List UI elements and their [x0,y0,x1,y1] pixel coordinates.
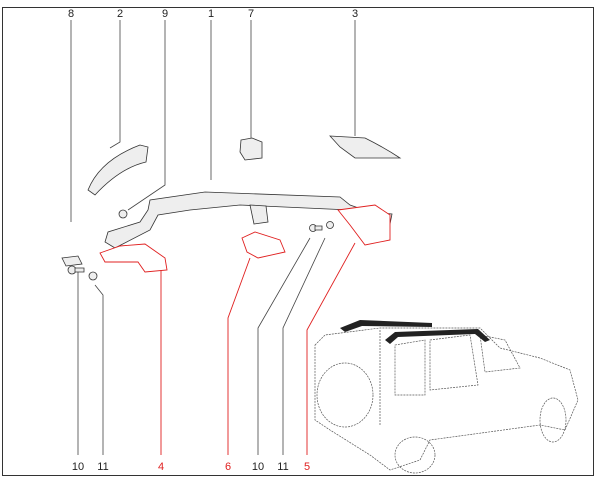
callout-7: 7 [247,8,255,20]
diagram-frame [2,7,594,476]
callout-2: 2 [116,8,124,20]
leader-9 [127,20,166,211]
callout-9: 9 [161,8,169,20]
part-11-washer [88,271,98,281]
callout-5: 5 [303,461,311,473]
leader-11a [94,284,104,455]
callout-4: 4 [157,461,165,473]
vehicle-roof-rails [340,320,490,344]
part-9-nut [118,209,128,219]
part-11-washer-right [326,221,334,229]
vehicle-illustration [314,327,579,474]
part-6-bracket [241,231,286,259]
leader-lines [70,20,356,455]
callout-10-left: 10 [71,461,85,473]
callout-11-right: 11 [277,461,289,473]
callout-3: 3 [351,8,359,20]
part-2-end-cap [87,144,149,196]
leader-2 [109,20,121,149]
callout-10-right: 10 [251,461,265,473]
part-4-bracket [99,243,168,273]
part-3-end-cap [329,135,402,159]
callout-8: 8 [67,8,75,20]
part-5-bracket [337,204,391,246]
rail-mid-bracket [249,204,269,225]
leader-6 [227,257,251,455]
leader-10b [257,237,311,455]
part-8-plate [61,255,83,267]
part-1-roof-rail [104,191,393,249]
leader-11b [282,237,326,455]
callout-11-left: 11 [97,461,109,473]
leader-5 [306,242,356,455]
callout-1: 1 [207,8,215,20]
leader-lines-red [160,242,356,455]
callout-6: 6 [224,461,232,473]
part-7-cover [239,137,263,161]
